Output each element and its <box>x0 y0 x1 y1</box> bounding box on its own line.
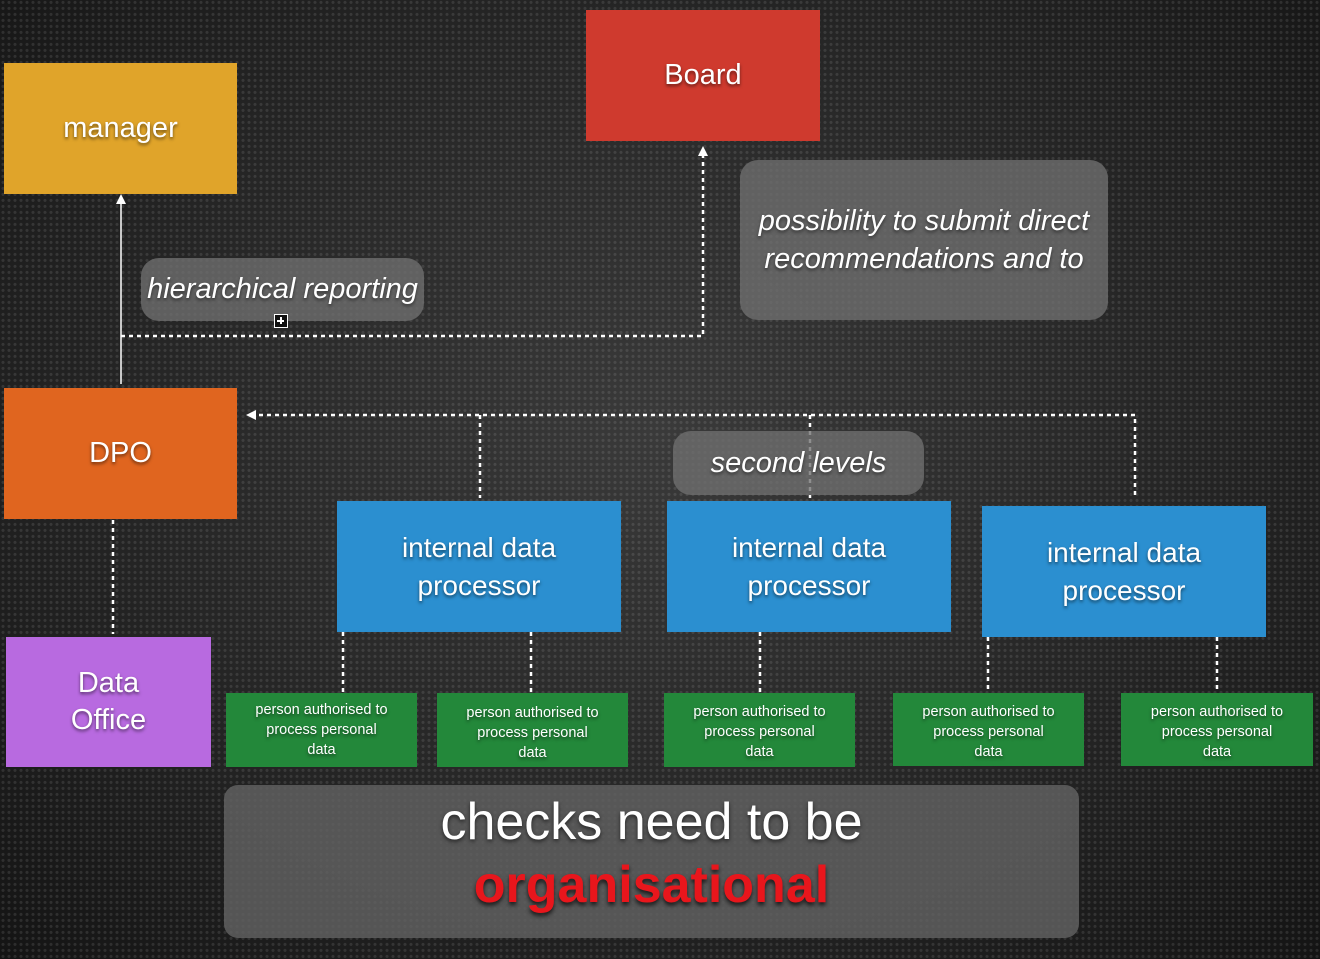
person-2-line-3: data <box>518 745 547 761</box>
board-box[interactable]: Board <box>586 10 820 141</box>
banner-line-1: checks need to be <box>440 793 863 851</box>
dpo-label: DPO <box>89 436 152 469</box>
person-5-line-3: data <box>1202 743 1232 760</box>
processor-box-2[interactable]: internal data processor <box>667 501 951 632</box>
person-3-line-2: process personal <box>704 724 815 740</box>
processor-box-1[interactable]: internal data processor <box>337 501 621 632</box>
processor-2-line-2: processor <box>747 569 871 601</box>
person-5-line-2: process personal <box>1161 723 1273 740</box>
data-office-line-2: Office <box>70 704 147 736</box>
person-box-1[interactable]: person authorised to process personal da… <box>226 693 417 767</box>
person-3-line-3: data <box>745 744 774 760</box>
processor-1-line-1: internal data <box>401 531 557 563</box>
processor-1-line-2: processor <box>417 569 541 601</box>
processor-3-line-2: processor <box>1062 574 1186 606</box>
manager-label: manager <box>63 111 178 144</box>
data-office-line-1: Data <box>77 666 140 699</box>
manager-box[interactable]: manager <box>4 63 237 194</box>
possibility-line-2: recommendations and to <box>764 243 1084 275</box>
possibility-line-1: possibility to submit direct <box>758 204 1090 237</box>
person-1-line-2: process personal <box>266 722 377 738</box>
person-4-line-3: data <box>974 743 1003 760</box>
organisational-checks-banner: checks need to be organisational <box>224 785 1079 938</box>
person-box-2[interactable]: person authorised to process personal da… <box>437 693 628 767</box>
processor-3-line-1: internal data <box>1046 536 1202 568</box>
person-1-line-1: person authorised to <box>255 702 388 718</box>
second-levels-text: second levels <box>710 446 887 479</box>
expand-plus-icon[interactable] <box>274 314 288 328</box>
banner-highlight: organisational <box>473 855 830 914</box>
hierarchical-reporting-text: hierarchical reporting <box>147 273 418 305</box>
person-5-line-1: person authorised to <box>1150 703 1284 720</box>
person-2-line-2: process personal <box>477 725 588 741</box>
processor-2-line-1: internal data <box>731 531 887 563</box>
person-4-line-2: process personal <box>933 723 1044 740</box>
possibility-note: possibility to submit direct recommendat… <box>740 160 1108 320</box>
person-box-5[interactable]: person authorised to process personal da… <box>1121 693 1313 766</box>
data-office-box[interactable]: Data Office <box>6 637 211 767</box>
person-4-line-1: person authorised to <box>922 703 1055 720</box>
second-levels-note: second levels <box>673 431 924 495</box>
person-3-line-1: person authorised to <box>693 704 826 720</box>
person-1-line-3: data <box>307 742 336 758</box>
dpo-box[interactable]: DPO <box>4 388 237 519</box>
person-box-4[interactable]: person authorised to process personal da… <box>893 693 1084 766</box>
processor-box-3[interactable]: internal data processor <box>982 506 1266 637</box>
person-2-line-1: person authorised to <box>466 705 599 721</box>
board-label: Board <box>664 58 742 91</box>
person-box-3[interactable]: person authorised to process personal da… <box>664 693 855 767</box>
hierarchical-reporting-note: hierarchical reporting <box>141 258 424 321</box>
